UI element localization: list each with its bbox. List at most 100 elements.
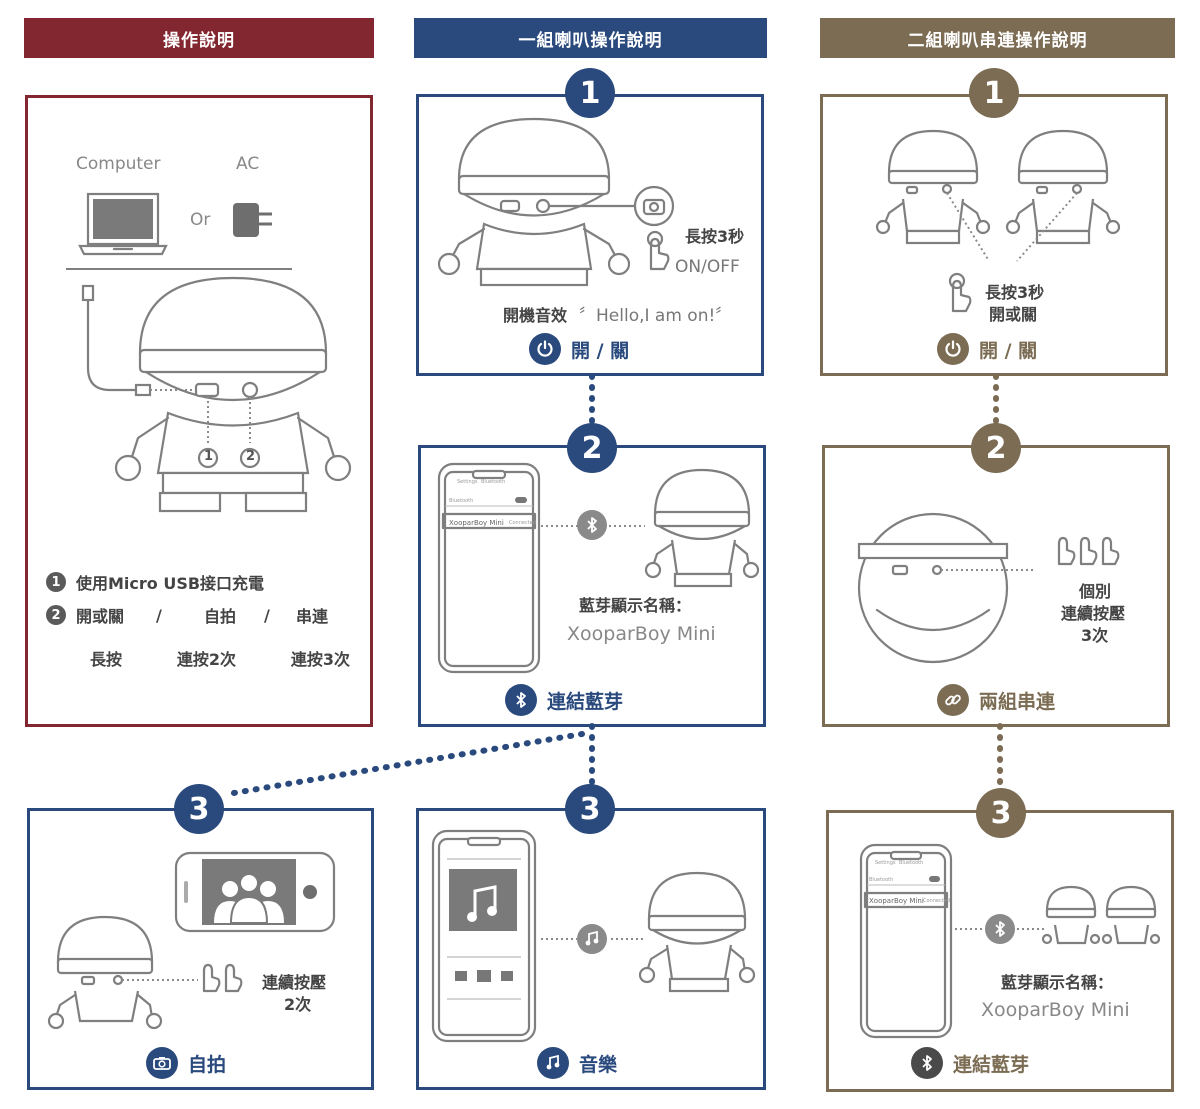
single-step3-music-footer: 音樂	[537, 1047, 617, 1079]
long-press-hand-icon	[646, 230, 670, 271]
connect-bluetooth-label: 連結藍芽	[547, 690, 624, 713]
chain-two-sets-label: 兩組串連	[979, 690, 1056, 713]
function-chain: 串連	[296, 607, 329, 626]
music-footer-label: 音樂	[579, 1053, 618, 1076]
single-step1-footer: 開 / 關	[529, 333, 629, 365]
or-label: Or	[190, 210, 211, 230]
continuous-press-label: 連續按壓	[1061, 604, 1126, 623]
speaker-robot-side-illustration	[644, 468, 760, 588]
dual-step3-footer: 連結藍芽	[911, 1047, 1029, 1079]
double-press-hands-icon	[202, 963, 243, 993]
dual-phone-bluetooth-illustration	[859, 843, 953, 1039]
long-press-3s-label: 長按3秒	[685, 227, 745, 246]
phone-tab-bluetooth: Bluetooth	[481, 479, 506, 485]
header-right-text: 二組喇叭串連操作說明	[907, 30, 1088, 51]
music-note-link-icon	[577, 924, 607, 954]
function-separator-1: /	[156, 605, 162, 625]
speaker-robot-charging-illustration	[81, 276, 352, 513]
ac-label: AC	[236, 154, 260, 174]
startup-sound-quote: 〞Hello,I am on!〞	[579, 306, 733, 326]
single-step3-selfie-badge: 3	[174, 784, 224, 834]
on-off-footer-label: 開 / 關	[571, 339, 630, 362]
single-step2-footer: 連結藍芽	[505, 684, 623, 716]
ac-adapter-icon	[233, 203, 272, 237]
connector-single-2-3-selfie	[225, 731, 585, 797]
action-press-three-times: 連按3次	[290, 650, 350, 669]
dual-bluetooth-icon	[985, 914, 1015, 944]
charging-instruction-line-1: 1 使用Micro USB接口充電	[46, 570, 264, 594]
dual-phone-device-status: Connected	[923, 898, 950, 904]
dual-connect-bluetooth-label: 連結藍芽	[953, 1053, 1030, 1076]
dual-step3-badge: 3	[976, 788, 1026, 838]
single-step3-selfie-footer: 自拍	[146, 1047, 226, 1079]
phone-music-player-illustration	[431, 829, 537, 1043]
laptop-icon	[78, 192, 168, 256]
header-operation-instructions: 操作說明	[24, 18, 374, 58]
single-step3-selfie-panel: 連續按壓 2次 自拍	[27, 808, 374, 1090]
dual-step2-panel: 個別 連續按壓 3次 兩組串連	[822, 445, 1170, 727]
power-icon	[529, 333, 561, 365]
two-speaker-robots-illustration	[875, 129, 1121, 262]
bluetooth-footer-icon	[911, 1047, 943, 1079]
dual-phone-tab-settings: Settings	[875, 860, 896, 866]
function-separator-2: /	[264, 605, 270, 625]
dual-bluetooth-name-label: 藍芽顯示名稱：	[1001, 973, 1114, 992]
header-left-text: 操作說明	[163, 30, 235, 51]
speaker-robot-front-illustration	[437, 117, 631, 287]
header-single-speaker: 一組喇叭操作說明	[414, 18, 767, 58]
port-marker-1: 1	[204, 449, 214, 464]
phone-selfie-illustration	[174, 851, 336, 933]
function-selfie: 自拍	[204, 607, 237, 626]
button-callout-line	[547, 204, 639, 208]
single-step3-music-badge: 3	[565, 784, 615, 834]
startup-sound-label: 開機音效	[503, 306, 568, 325]
music-note-icon	[537, 1047, 569, 1079]
dual-step2-badge: 2	[971, 423, 1021, 473]
speaker-closeup-illustration	[857, 512, 1035, 664]
camera-icon	[146, 1047, 178, 1079]
function-on-off: 開或關	[76, 607, 125, 626]
dual-step1-panel: 長按3秒 開或關 開 / 關	[820, 94, 1168, 376]
individual-label: 個別	[1079, 582, 1112, 601]
phone-device-name: XooparBoy Mini	[449, 519, 504, 527]
charging-instruction-line-2: 2 開或關 / 自拍 / 串連	[46, 603, 351, 627]
camera-button-icon	[633, 185, 675, 227]
two-small-speaker-robots-illustration	[1041, 885, 1161, 945]
dual-bluetooth-link-dots	[955, 928, 1047, 930]
dual-step1-badge: 1	[969, 68, 1019, 118]
three-times-label: 3次	[1081, 626, 1109, 645]
on-off-label: ON/OFF	[675, 257, 740, 277]
dual-step1-footer: 開 / 關	[937, 333, 1037, 365]
port-marker-2: 2	[246, 449, 256, 464]
link-icon	[937, 684, 969, 716]
instruction-number-2: 2	[46, 605, 66, 625]
computer-label: Computer	[76, 154, 161, 174]
music-link-dots	[541, 938, 645, 940]
instruction-number-1: 1	[46, 572, 66, 592]
single-step1-badge: 1	[565, 68, 615, 118]
header-middle-text: 一組喇叭操作說明	[518, 30, 663, 51]
dual-step2-footer: 兩組串連	[937, 684, 1055, 716]
dual-on-off-footer-label: 開 / 關	[979, 339, 1038, 362]
dual-long-press-3s-label: 長按3秒	[985, 283, 1045, 302]
bluetooth-device-name: XooparBoy Mini	[567, 623, 716, 645]
phone-bluetooth-row: Bluetooth	[449, 498, 474, 504]
charging-panel: Computer AC Or 1	[25, 95, 373, 727]
single-step3-music-panel: 音樂	[416, 808, 766, 1090]
dual-phone-bluetooth-row: Bluetooth	[869, 877, 894, 883]
dual-step3-panel: Settings Bluetooth Bluetooth XooparBoy M…	[826, 810, 1174, 1092]
selfie-two-times-label: 2次	[284, 995, 312, 1014]
power-icon	[937, 333, 969, 365]
action-long-press: 長按	[90, 650, 123, 669]
dual-long-press-hand-icon	[948, 272, 972, 313]
dual-bluetooth-device-name: XooparBoy Mini	[981, 999, 1130, 1021]
bluetooth-footer-icon	[505, 684, 537, 716]
charging-instruction-line-3: 長按 連按2次 連按3次	[90, 646, 350, 670]
single-step1-panel: 長按3秒 ON/OFF 開機音效 〞Hello,I am on!〞 開 / 關	[416, 94, 764, 376]
phone-device-status: Connected	[509, 520, 536, 526]
dual-on-or-off-label: 開或關	[989, 305, 1038, 324]
phone-tab-settings: Settings	[457, 479, 478, 485]
single-step2-badge: 2	[567, 423, 617, 473]
phone-bluetooth-settings-illustration	[437, 462, 541, 674]
